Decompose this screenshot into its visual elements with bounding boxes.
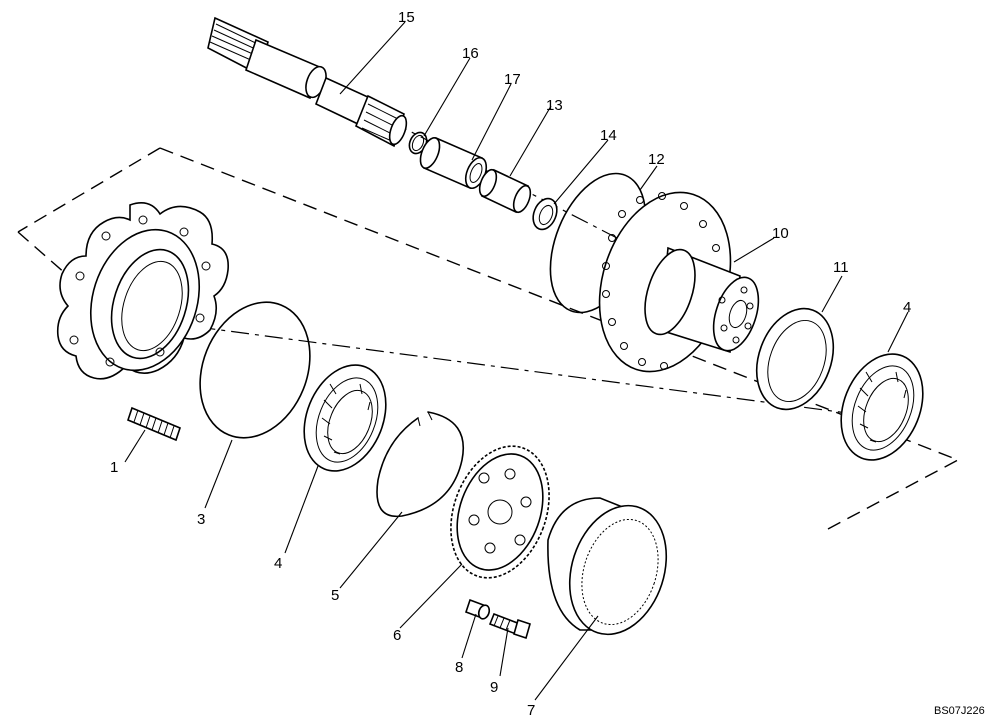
callout-5: 5 bbox=[331, 587, 339, 604]
axle-shaft bbox=[207, 16, 408, 148]
callout-11: 11 bbox=[833, 259, 849, 276]
sleeve bbox=[478, 168, 532, 214]
callout-13: 13 bbox=[546, 97, 563, 114]
pin bbox=[464, 598, 491, 620]
reference-code: BS07J226 bbox=[934, 705, 985, 717]
bearing-left bbox=[303, 364, 387, 472]
wheel-hub bbox=[598, 191, 760, 373]
o-ring-large bbox=[199, 301, 311, 439]
callout-14: 14 bbox=[600, 127, 617, 144]
callout-3: 3 bbox=[197, 511, 205, 528]
planet-carrier-gear bbox=[450, 445, 550, 579]
callout-7: 7 bbox=[527, 702, 535, 719]
bearing-right bbox=[840, 353, 924, 461]
bolt bbox=[488, 612, 531, 640]
ring-gear bbox=[547, 497, 668, 636]
callouts: 1 3 4 5 6 7 8 9 10 11 4 12 13 14 15 16 1… bbox=[110, 9, 911, 719]
callout-16: 16 bbox=[462, 45, 479, 62]
callout-1: 1 bbox=[110, 459, 118, 476]
callout-8: 8 bbox=[455, 659, 463, 676]
callout-4-right: 4 bbox=[903, 299, 911, 316]
splined-coupling bbox=[419, 136, 488, 190]
callout-6: 6 bbox=[393, 627, 401, 644]
callout-12: 12 bbox=[648, 151, 665, 168]
callout-17: 17 bbox=[504, 71, 521, 88]
spacer-ring bbox=[532, 197, 558, 231]
stud bbox=[127, 406, 181, 442]
callout-9: 9 bbox=[490, 679, 498, 696]
leader-lines bbox=[124, 21, 909, 701]
callout-15: 15 bbox=[398, 9, 415, 26]
callout-4-left: 4 bbox=[274, 555, 282, 572]
seal bbox=[755, 307, 835, 411]
hub-carrier bbox=[56, 202, 229, 380]
callout-10: 10 bbox=[772, 225, 789, 242]
retaining-ring bbox=[376, 411, 464, 518]
